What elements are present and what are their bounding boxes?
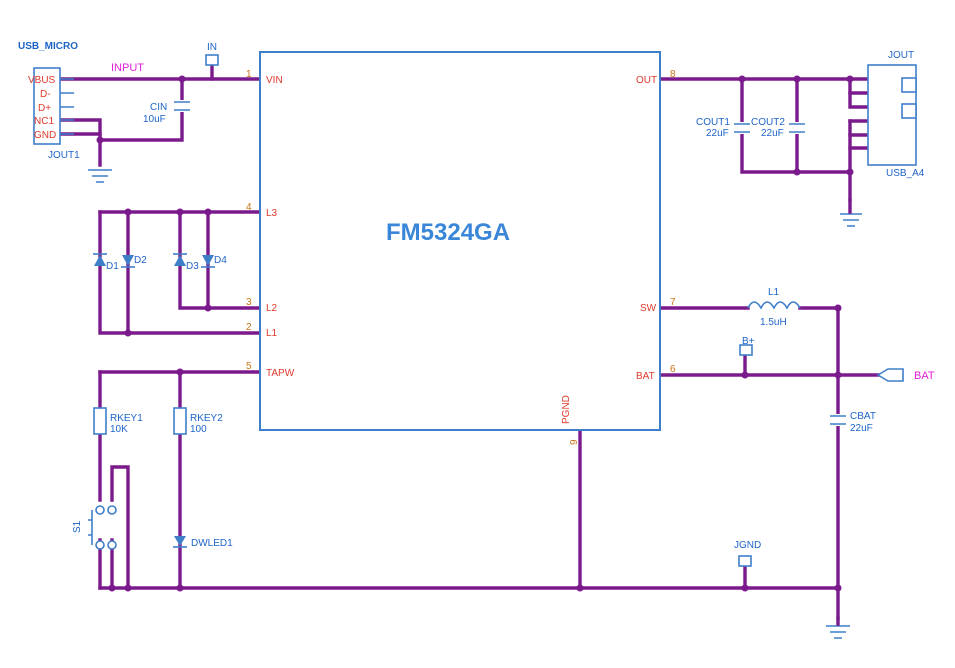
ic-fm5324ga[interactable]: FM5324GA 1 VIN 4 L3 3 L2 2 L1 5 TAPW 8 O… [246, 51, 676, 445]
capacitor-cout2[interactable]: COUT2 22uF [751, 117, 805, 139]
usb-micro-pin-vbus: VBUS [28, 75, 56, 86]
usb-micro-pin-nc1: NC1 [34, 116, 54, 127]
l1-value: 1.5uH [760, 317, 787, 328]
net-label-bat: BAT [914, 370, 935, 382]
ground-symbol-input [88, 169, 112, 183]
usb-a-title: JOUT [888, 50, 914, 61]
rkey2-value: 100 [190, 424, 207, 435]
pin-name-tapw: TAPW [266, 368, 295, 379]
pin-number-bat: 6 [670, 364, 676, 375]
test-point-bplus[interactable]: B+ [739, 336, 755, 356]
cbat-value: 22uF [850, 423, 873, 434]
pin-name-bat: BAT [636, 371, 655, 382]
usb-a-connector[interactable]: JOUT USB_A4 [867, 50, 925, 179]
d4-ref: D4 [214, 255, 227, 266]
usb-micro-pin-dplus: D+ [38, 103, 51, 114]
rkey2-ref: RKEY2 [190, 413, 223, 424]
ic-name: FM5324GA [386, 219, 510, 246]
inductor-l1[interactable]: L1 1.5uH [747, 287, 801, 328]
cin-value: 10uF [143, 114, 166, 125]
capacitor-cout1[interactable]: COUT1 22uF [696, 117, 750, 139]
pin-number-tapw: 5 [246, 361, 252, 372]
capacitor-cbat[interactable]: CBAT 22uF [830, 411, 876, 434]
led-dwled1[interactable]: DWLED1 [173, 536, 233, 549]
cout1-ref: COUT1 [696, 117, 730, 128]
usb-micro-pin-gnd: GND [34, 130, 56, 141]
pin-number-l2: 3 [246, 297, 252, 308]
d1-ref: D1 [106, 261, 119, 272]
dwled1-ref: DWLED1 [191, 538, 233, 549]
diode-d1[interactable]: D1 [93, 253, 119, 272]
d3-ref: D3 [186, 261, 199, 272]
usb-micro-ref: JOUT1 [48, 150, 80, 161]
diode-d3[interactable]: D3 [173, 253, 199, 272]
pin-name-sw: SW [640, 303, 657, 314]
net-label-input: INPUT [111, 62, 144, 74]
pin-name-l3: L3 [266, 208, 278, 219]
usb-a-ref: USB_A4 [886, 168, 925, 179]
ground-symbol-output [840, 198, 862, 227]
switch-s1[interactable]: S1 [72, 505, 117, 550]
test-point-jgnd[interactable]: JGND [734, 540, 761, 567]
pin-name-vin: VIN [266, 75, 283, 86]
pin-number-pgnd: 9 [569, 439, 580, 445]
resistor-rkey2[interactable]: RKEY2 100 [173, 407, 223, 435]
capacitor-cin[interactable]: CIN 10uF [143, 100, 190, 125]
test-point-bplus-label: B+ [742, 336, 755, 347]
cbat-ref: CBAT [850, 411, 876, 422]
pin-number-l1: 2 [246, 322, 252, 333]
cin-ref: CIN [150, 102, 167, 113]
l1-ref: L1 [768, 287, 780, 298]
cout2-value: 22uF [761, 128, 784, 139]
usb-micro-title: USB_MICRO [18, 41, 78, 52]
usb-micro-connector[interactable]: USB_MICRO VBUS D- D+ NC1 GND JOUT1 [18, 41, 80, 161]
test-point-jgnd-label: JGND [734, 540, 761, 551]
net-port-bat: BAT [876, 368, 935, 382]
pin-number-out: 8 [670, 69, 676, 80]
diode-d2[interactable]: D2 [121, 255, 147, 268]
rkey1-value: 10K [110, 424, 128, 435]
pin-name-l1: L1 [266, 328, 278, 339]
test-point-in-label: IN [207, 42, 217, 53]
junction-dots [96, 75, 854, 592]
pin-name-out: OUT [636, 75, 657, 86]
pin-name-l2: L2 [266, 303, 278, 314]
rkey1-ref: RKEY1 [110, 413, 143, 424]
resistor-rkey1[interactable]: RKEY1 10K [93, 407, 143, 435]
test-point-in[interactable]: IN [205, 42, 219, 66]
d2-ref: D2 [134, 255, 147, 266]
pin-number-vin: 1 [246, 69, 252, 80]
pin-number-sw: 7 [670, 297, 676, 308]
diode-d4[interactable]: D4 [201, 255, 227, 268]
cout1-value: 22uF [706, 128, 729, 139]
s1-ref: S1 [72, 520, 83, 533]
pin-number-l3: 4 [246, 202, 252, 213]
cout2-ref: COUT2 [751, 117, 785, 128]
pin-name-pgnd: PGND [561, 395, 572, 424]
ground-symbol-bottom [826, 616, 850, 639]
usb-micro-pin-dminus: D- [40, 89, 51, 100]
